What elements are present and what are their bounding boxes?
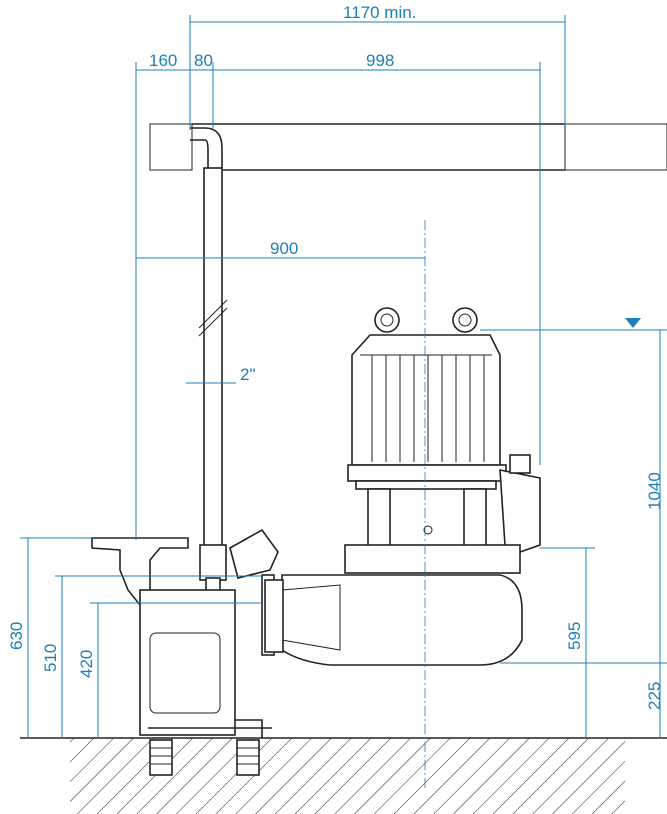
submersible-pump bbox=[264, 307, 541, 666]
dim-595: 595 bbox=[565, 622, 584, 650]
dim-160: 160 bbox=[149, 51, 177, 70]
discharge-pipe bbox=[190, 127, 228, 607]
anchor-bolt-right bbox=[236, 739, 260, 776]
dim-510: 510 bbox=[41, 644, 60, 672]
dim-900: 900 bbox=[270, 239, 298, 258]
dim-630: 630 bbox=[7, 622, 26, 650]
dim-420: 420 bbox=[77, 650, 96, 678]
dim-225: 225 bbox=[645, 682, 664, 710]
water-level-icon bbox=[625, 318, 641, 328]
dim-998: 998 bbox=[366, 51, 394, 70]
floor-slab bbox=[20, 737, 667, 814]
dimension-labels: 1170 min. 160 80 998 900 2" 630 510 420 … bbox=[7, 3, 664, 710]
ceiling-slab bbox=[149, 123, 667, 171]
dim-pipe-2in: 2" bbox=[240, 365, 256, 384]
dim-1040: 1040 bbox=[645, 472, 664, 510]
dim-1170-min: 1170 min. bbox=[343, 3, 416, 22]
anchor-bolt-left bbox=[149, 739, 173, 776]
dimension-lines bbox=[20, 15, 667, 738]
dim-80: 80 bbox=[194, 51, 213, 70]
